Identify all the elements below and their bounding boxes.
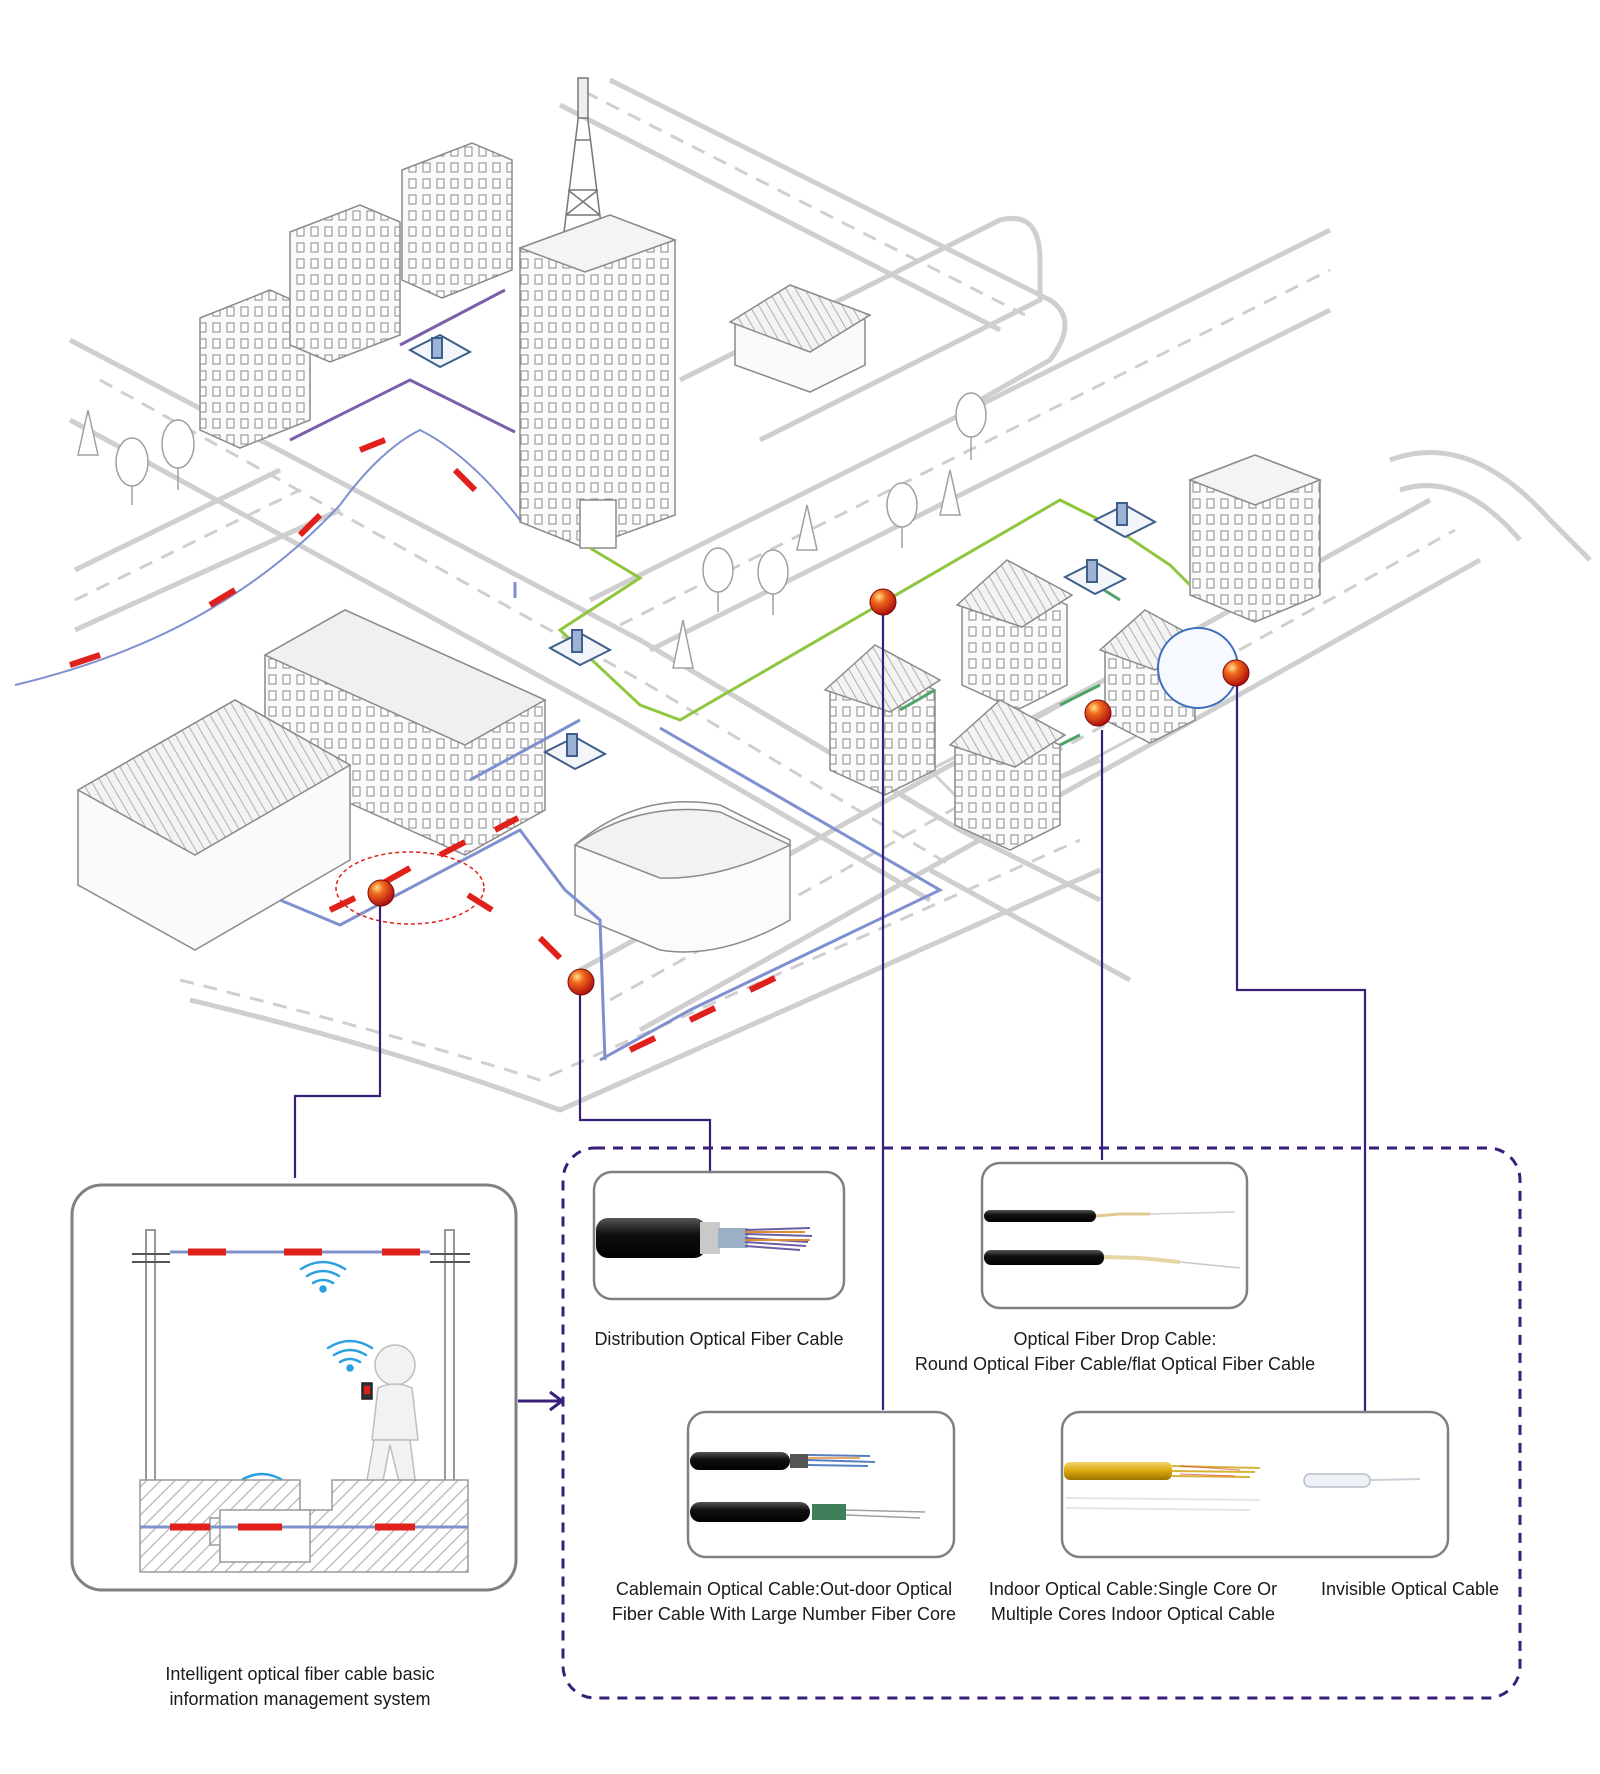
- drop-cable-image: [980, 1161, 1249, 1310]
- arrow-to-cable-types: [518, 1390, 565, 1412]
- roads: [68, 77, 1592, 1113]
- distribution-box-icon: [407, 333, 1158, 771]
- drop-cable-label-line2: Round Optical Fiber Cable/flat Optical F…: [914, 1354, 1316, 1374]
- indoor-cable-label-line2: Multiple Cores Indoor Optical Cable: [990, 1604, 1276, 1624]
- management-system-label-line1: Intelligent optical fiber cable basic: [165, 1664, 435, 1684]
- cablemain-cable-image: [686, 1410, 956, 1559]
- marker-indoor: [1222, 659, 1250, 687]
- invisible-cable-label: Invisible Optical Cable: [1300, 1577, 1520, 1602]
- smartphone-figure-icon: [361, 1344, 419, 1487]
- buildings: [76, 77, 1323, 953]
- overhead-splice-highlight: [335, 851, 485, 925]
- cablemain-cable-label: Cablemain Optical Cable:Out-door Optical…: [604, 1577, 964, 1627]
- distribution-cable-label: Distribution Optical Fiber Cable: [574, 1327, 864, 1352]
- marker-cablemain: [869, 588, 897, 616]
- marker-overhead: [367, 879, 395, 907]
- distribution-cable-label-text: Distribution Optical Fiber Cable: [594, 1329, 844, 1349]
- indoor-cable-image: [1060, 1410, 1450, 1559]
- trees: [77, 392, 987, 669]
- drop-cable-label-line1: Optical Fiber Drop Cable:: [1013, 1329, 1217, 1349]
- indoor-cable-label-line1: Indoor Optical Cable:Single Core Or: [988, 1579, 1278, 1599]
- location-marker-icon: [367, 588, 1250, 996]
- wifi-signal-icon: [299, 1260, 347, 1293]
- cable-routes: [14, 288, 1192, 1062]
- management-system-label-line2: information management system: [169, 1689, 431, 1709]
- wifi-signal-icon: [326, 1339, 374, 1372]
- indoor-cable-label: Indoor Optical Cable:Single Core Or Mult…: [988, 1577, 1278, 1627]
- invisible-cable-label-text: Invisible Optical Cable: [1320, 1579, 1500, 1599]
- connector-lines: [293, 603, 1367, 1411]
- management-system-label: Intelligent optical fiber cable basic in…: [110, 1662, 490, 1712]
- cablemain-cable-label-line2: Fiber Cable With Large Number Fiber Core: [611, 1604, 957, 1624]
- management-system-panel: [70, 1183, 518, 1592]
- cable-types-frame: [561, 1146, 1522, 1700]
- cablemain-cable-label-line1: Cablemain Optical Cable:Out-door Optical: [615, 1579, 953, 1599]
- marker-distribution: [567, 968, 595, 996]
- distribution-cable-image: [592, 1170, 846, 1301]
- drop-cable-label: Optical Fiber Drop Cable: Round Optical …: [900, 1327, 1330, 1377]
- transmission-tower-icon: [562, 77, 604, 241]
- marker-drop: [1084, 699, 1112, 727]
